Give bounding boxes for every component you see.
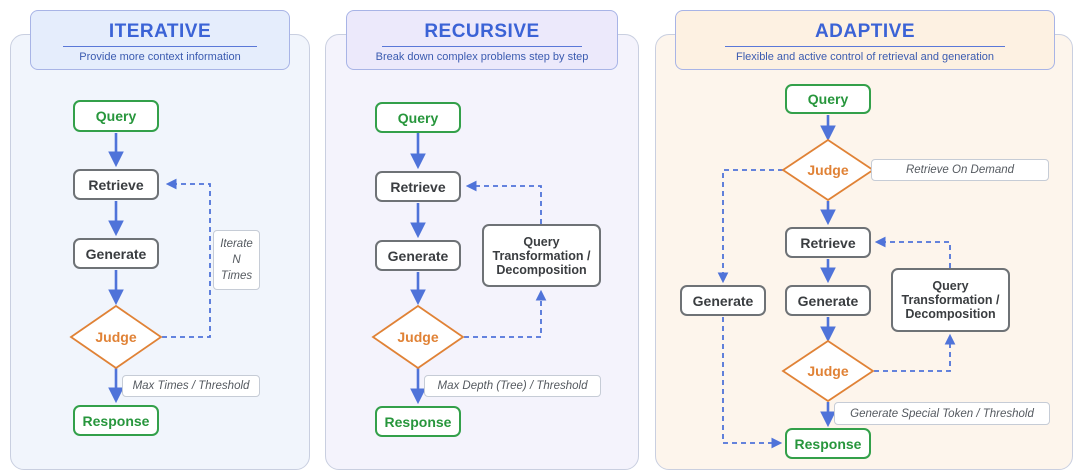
judge-diamond-recursive (371, 304, 465, 370)
recursive-subtitle: Break down complex problems step by step (375, 51, 589, 63)
iterative-title-rule (63, 46, 257, 47)
recursive-generate-node: Generate (375, 240, 461, 271)
recursive-transform-node: Query Transformation / Decomposition (482, 224, 601, 287)
adaptive-retrieve-node: Retrieve (785, 227, 871, 258)
recursive-judge-label: Judge (397, 329, 439, 345)
iterative-loop-line-2: N (232, 254, 241, 266)
iterative-retrieve-node: Retrieve (73, 169, 159, 200)
iterative-title: ITERATIVE (108, 21, 212, 42)
iterative-loop-line-1: Iterate (220, 238, 253, 250)
recursive-transform-line-2: Transformation / (492, 248, 591, 263)
arrow-rec-transform-retrieve (465, 180, 542, 224)
adaptive-header: ADAPTIVE Flexible and active control of … (675, 10, 1055, 70)
iterative-loop-label: Iterate N Times (213, 230, 260, 290)
iterative-stop-label: Max Times / Threshold (122, 375, 260, 397)
recursive-title-rule (382, 46, 582, 47)
arrow-adp-generate-side-response (722, 317, 783, 449)
iterative-judge-label: Judge (95, 329, 137, 345)
recursive-stop-label: Max Depth (Tree) / Threshold (424, 375, 601, 397)
iterative-loop-line-3: Times (220, 270, 253, 282)
arrow-rec-judge-transform (464, 289, 547, 338)
arrow-adp-judge-generate-side (717, 169, 783, 284)
adaptive-response-node: Response (785, 428, 871, 459)
arrow-adp-judge-transform (874, 333, 956, 372)
recursive-transform-line-1: Query (523, 234, 560, 249)
recursive-retrieve-node: Retrieve (375, 171, 461, 202)
judge-diamond-iterative (69, 304, 163, 370)
iterative-query-node: Query (73, 100, 159, 132)
recursive-query-node: Query (375, 102, 461, 133)
adaptive-judge-top-label: Judge (807, 162, 849, 178)
recursive-response-node: Response (375, 406, 461, 437)
judge-diamond-adaptive-top (781, 138, 875, 202)
iterative-header: ITERATIVE Provide more context informati… (30, 10, 290, 70)
adaptive-transform-line-1: Query (932, 279, 969, 293)
recursive-header: RECURSIVE Break down complex problems st… (346, 10, 618, 70)
iterative-panel (10, 34, 310, 470)
recursive-transform-line-3: Decomposition (496, 262, 587, 277)
adaptive-generate-side-node: Generate (680, 285, 766, 316)
iterative-response-node: Response (73, 405, 159, 436)
arrow-adp-transform-retrieve (874, 236, 951, 268)
adaptive-judge-bottom-label: Judge (807, 363, 849, 379)
adaptive-retrieve-on-demand-label: Retrieve On Demand (871, 159, 1049, 181)
adaptive-transform-line-3: Decomposition (905, 307, 996, 321)
arrow-iter-loop (162, 178, 211, 338)
iterative-generate-node: Generate (73, 238, 159, 269)
adaptive-title: ADAPTIVE (814, 21, 916, 42)
recursive-title: RECURSIVE (424, 21, 540, 42)
adaptive-subtitle: Flexible and active control of retrieval… (735, 51, 995, 63)
adaptive-generate-node: Generate (785, 285, 871, 316)
adaptive-transform-node: Query Transformation / Decomposition (891, 268, 1010, 332)
adaptive-stop-label: Generate Special Token / Threshold (834, 402, 1050, 425)
adaptive-query-node: Query (785, 84, 871, 114)
adaptive-transform-line-2: Transformation / (901, 293, 1000, 307)
adaptive-title-rule (725, 46, 1005, 47)
judge-diamond-adaptive-bottom (781, 339, 875, 403)
iterative-subtitle: Provide more context information (79, 51, 241, 63)
